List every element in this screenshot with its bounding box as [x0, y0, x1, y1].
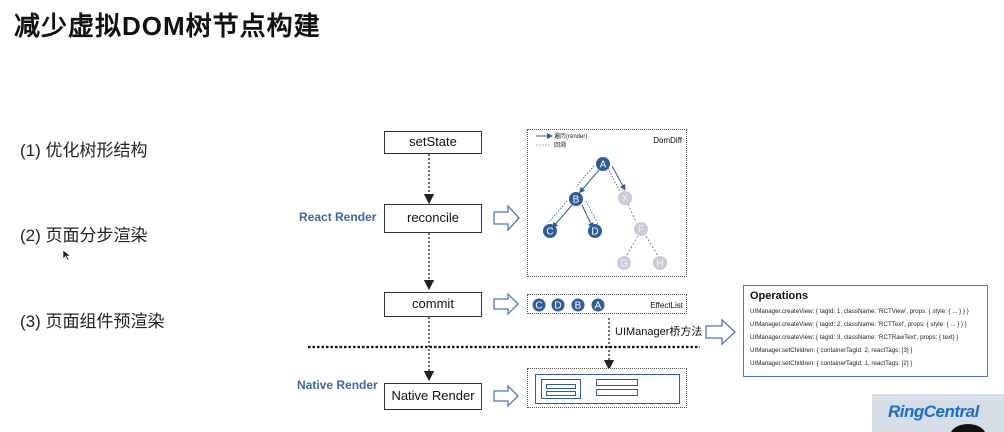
mouse-cursor-icon [62, 249, 72, 261]
svg-text:F: F [638, 225, 644, 236]
legend-back: 回溯 [536, 141, 566, 149]
effectlist-items: C D B A EffectList [532, 298, 684, 312]
operations-title: Operations [750, 290, 809, 302]
svg-text:B: B [575, 301, 582, 312]
node-f: F [634, 222, 648, 236]
native-view-line-2 [546, 391, 576, 396]
arrow-native-to-view [493, 384, 519, 408]
slide-title: 减少虚拟DOM树节点构建 [14, 11, 321, 41]
svg-text:A: A [595, 301, 602, 312]
domdiff-title: DomDiff [653, 136, 683, 145]
native-render-label: Native Render [297, 378, 378, 392]
operation-line: UIManager.setChildren: { containerTagId:… [750, 360, 913, 367]
node-d: D [588, 224, 602, 238]
effectlist-title: EffectList [650, 301, 684, 310]
node-c: C [543, 224, 557, 238]
reconcile-box: reconcile [384, 204, 482, 233]
svg-text:A: A [600, 160, 607, 171]
point-stepwise-render: (2) 页面分步渲染 [20, 226, 148, 245]
legend-traverse: 遍历(render) [536, 132, 587, 140]
arrow-bridge-to-operations [705, 318, 736, 346]
node-g: G [617, 256, 631, 270]
domdiff-tree: 遍历(render) 回溯 DomDiff A B [536, 132, 683, 270]
node-b: B [569, 192, 583, 206]
svg-text:H: H [656, 259, 663, 270]
native-view-panel [527, 368, 687, 408]
logo-text: RingCentral [888, 402, 979, 421]
node-h: H [653, 256, 667, 270]
native-view-left-block [541, 379, 581, 399]
point-prerender: (3) 页面组件预渲染 [20, 312, 165, 331]
ringcentral-logo: RingCentral [872, 394, 1004, 432]
bridge-label: UIManager桥方法 [615, 326, 703, 338]
point-optimize-tree: (1) 优化树形结构 [20, 141, 148, 160]
svg-text:D: D [591, 227, 598, 238]
effect-item-c: C [532, 298, 546, 312]
svg-text:B: B [573, 195, 580, 206]
legend-back-label: 回溯 [554, 141, 566, 149]
commit-box: commit [384, 292, 482, 317]
effect-item-d: D [551, 298, 565, 312]
node-x: X [618, 191, 632, 205]
svg-text:X: X [622, 194, 629, 205]
svg-text:G: G [620, 259, 628, 270]
svg-text:D: D [554, 301, 561, 312]
native-view-frame [535, 374, 680, 404]
effect-item-a: A [591, 298, 605, 312]
operations-panel: Operations UIManager.createView: { tagId… [743, 285, 988, 377]
native-render-box: Native Render [384, 383, 482, 410]
native-view-bar-1 [596, 379, 638, 386]
operation-line: UIManager.setChildren: { containerTagId:… [750, 347, 913, 354]
legend-traverse-label: 遍历(render) [554, 132, 587, 140]
arrow-reconcile-to-domdiff [493, 204, 520, 232]
svg-text:C: C [535, 301, 542, 312]
domdiff-panel: 遍历(render) 回溯 DomDiff A B [527, 129, 687, 277]
svg-text:C: C [546, 227, 553, 238]
webcam-silhouette [950, 424, 986, 432]
operation-line: UIManager.createView: { tagId: 2, classN… [750, 321, 967, 328]
native-view-line-1 [546, 384, 576, 389]
arrow-commit-to-effectlist [493, 292, 519, 316]
node-a: A [596, 157, 610, 171]
operation-line: UIManager.createView: { tagId: 1, classN… [750, 308, 969, 315]
effectlist-panel: C D B A EffectList [527, 294, 687, 314]
native-view-bar-2 [596, 389, 638, 396]
effect-item-b: B [571, 298, 585, 312]
react-render-label: React Render [299, 210, 377, 224]
operation-line: UIManager.createView: { tagId: 3, classN… [750, 334, 959, 341]
tree-edges [548, 165, 659, 257]
setstate-box: setState [384, 131, 482, 154]
